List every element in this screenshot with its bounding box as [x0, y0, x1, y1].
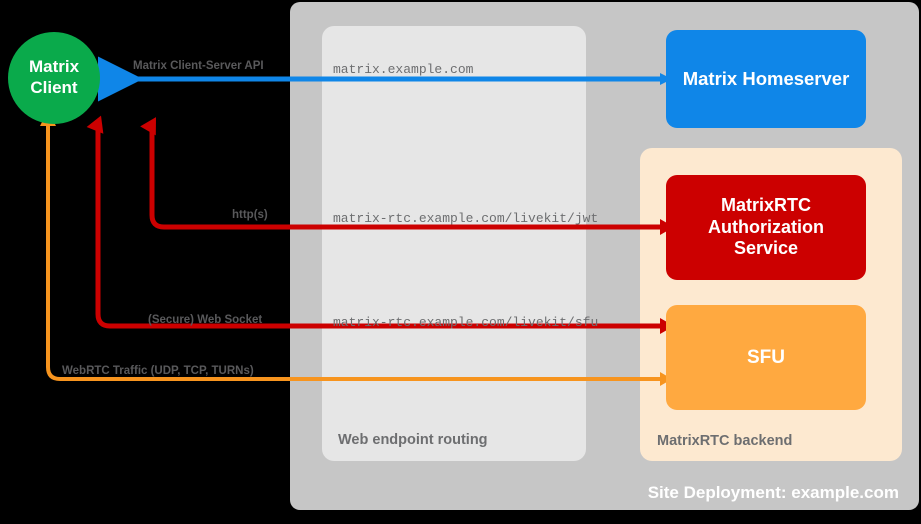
endpoint-url-matrix: matrix.example.com — [333, 62, 474, 77]
flow-label-cs-api: Matrix Client-Server API — [133, 60, 264, 72]
endpoint-url-jwt: matrix-rtc.example.com/livekit/jwt — [333, 211, 599, 226]
node-sfu[interactable]: SFU — [666, 305, 866, 410]
matrixrtc-backend-label: MatrixRTC backend — [657, 433, 793, 449]
node-matrix-homeserver[interactable]: Matrix Homeserver — [666, 30, 866, 128]
site-deployment-label: Site Deployment: example.com — [647, 483, 899, 502]
node-sfu-label: SFU — [747, 346, 785, 368]
flow-line-webrtc-media — [40, 110, 672, 386]
web-endpoint-routing-label: Web endpoint routing — [338, 432, 488, 448]
web-endpoint-routing-panel: Web endpoint routing — [322, 26, 586, 461]
endpoint-url-sfu: matrix-rtc.example.com/livekit/sfu — [333, 315, 599, 330]
flow-label-websocket-sfu: (Secure) Web Socket — [148, 314, 263, 326]
flow-label-webrtc-media: WebRTC Traffic (UDP, TCP, TURNs) — [62, 365, 254, 377]
flow-label-https-jwt: http(s) — [232, 209, 268, 221]
node-matrix-homeserver-label: Matrix Homeserver — [682, 67, 850, 89]
